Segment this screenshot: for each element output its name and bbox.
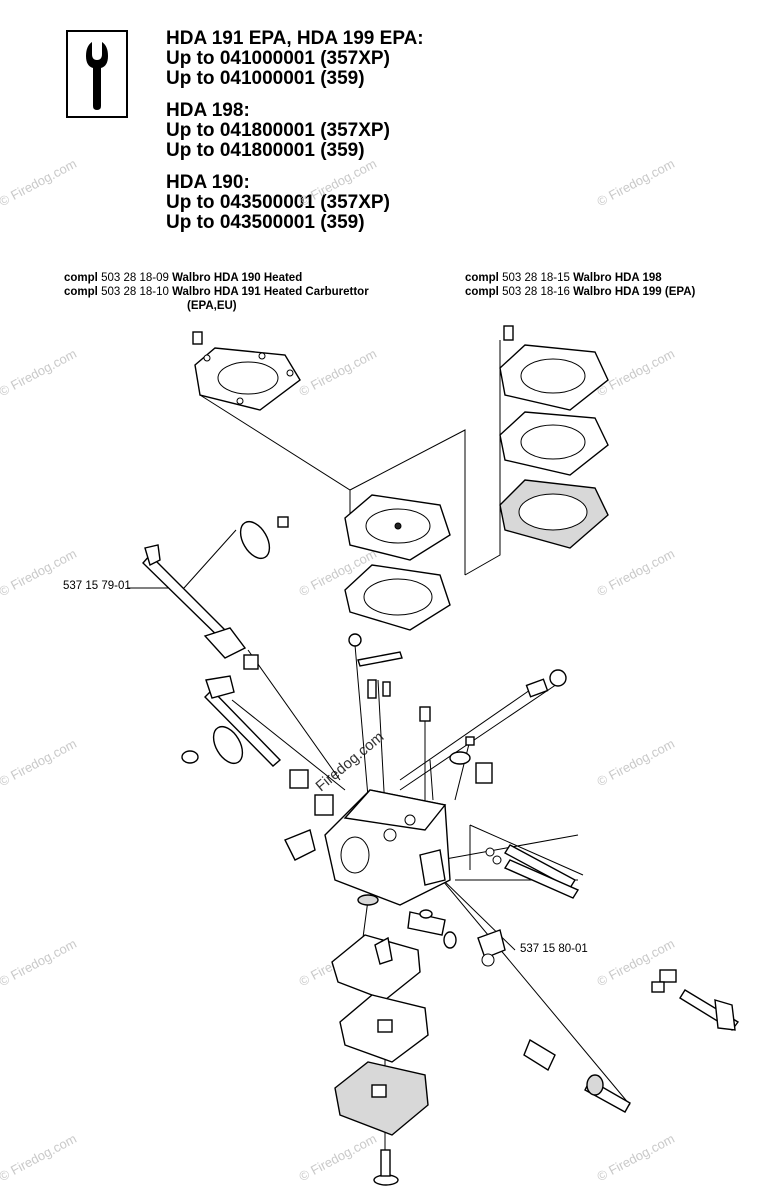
kit-name: Walbro HDA 191 Heated Carburettor — [172, 286, 369, 298]
header-line: HDA 191 EPA, HDA 199 EPA: — [166, 28, 424, 49]
choke-shaft-lower — [181, 675, 334, 816]
kit-row: compl 503 28 18-15 Walbro HDA 198 — [465, 271, 695, 285]
kit-number: 503 28 18-10 — [101, 286, 169, 298]
header-line: Up to 043500001 (357XP) — [166, 192, 390, 213]
kit-name: Walbro HDA 190 Heated — [172, 272, 303, 284]
adjust-screws-right — [485, 844, 580, 899]
spring-screw — [523, 1038, 631, 1113]
header-line: Up to 041000001 (359) — [166, 68, 365, 89]
kit-prefix: compl — [64, 286, 98, 298]
kit-row: compl 503 28 18-10 Walbro HDA 191 Heated… — [64, 285, 369, 299]
kit-prefix: compl — [465, 272, 499, 284]
header-group-1: HDA 191 EPA, HDA 199 EPA: Up to 04100000… — [166, 29, 424, 89]
throttle-shaft-upper — [142, 516, 289, 670]
callout-shaft-part: 537 15 79-01 — [63, 580, 131, 592]
gasket-middle — [344, 494, 451, 631]
wrench-icon — [66, 30, 128, 118]
header-group-3: HDA 190: Up to 043500001 (357XP) Up to 0… — [166, 173, 424, 233]
kit-name: Walbro HDA 199 (EPA) — [573, 286, 696, 298]
fitting-lower — [357, 894, 506, 967]
kit-right-list: compl 503 28 18-15 Walbro HDA 198 compl … — [465, 271, 695, 299]
kit-row-cont: (EPA,EU) — [64, 299, 369, 313]
header-line: Up to 041800001 (357XP) — [166, 120, 390, 141]
gasket-stack-right — [499, 325, 609, 549]
pump-diaphragm-lower — [331, 934, 429, 1186]
header-line: HDA 198: — [166, 100, 250, 121]
kit-prefix: compl — [465, 286, 499, 298]
kit-number: 503 28 18-16 — [502, 286, 570, 298]
kit-number: 503 28 18-09 — [101, 272, 169, 284]
kit-number: 503 28 18-15 — [502, 272, 570, 284]
kit-left-list: compl 503 28 18-09 Walbro HDA 190 Heated… — [64, 271, 369, 313]
header-line: Up to 041000001 (357XP) — [166, 48, 390, 69]
header-line: Up to 041800001 (359) — [166, 140, 365, 161]
header-line: HDA 190: — [166, 172, 250, 193]
header-line: Up to 043500001 (359) — [166, 212, 365, 233]
kit-prefix: compl — [64, 272, 98, 284]
kit-row: compl 503 28 18-09 Walbro HDA 190 Heated — [64, 271, 369, 285]
shaft-isolated — [651, 969, 740, 1031]
model-header: HDA 191 EPA, HDA 199 EPA: Up to 04100000… — [166, 29, 424, 245]
kit-name: Walbro HDA 198 — [573, 272, 662, 284]
kit-row: compl 503 28 18-16 Walbro HDA 199 (EPA) — [465, 285, 695, 299]
callout-fitting-part: 537 15 80-01 — [520, 943, 588, 955]
header-group-2: HDA 198: Up to 041800001 (357XP) Up to 0… — [166, 101, 424, 161]
kit-name-cont: (EPA,EU) — [187, 300, 237, 312]
small-parts-top — [348, 633, 567, 784]
diaphragm-cover-left — [192, 331, 301, 411]
carburettor-body — [284, 789, 451, 906]
